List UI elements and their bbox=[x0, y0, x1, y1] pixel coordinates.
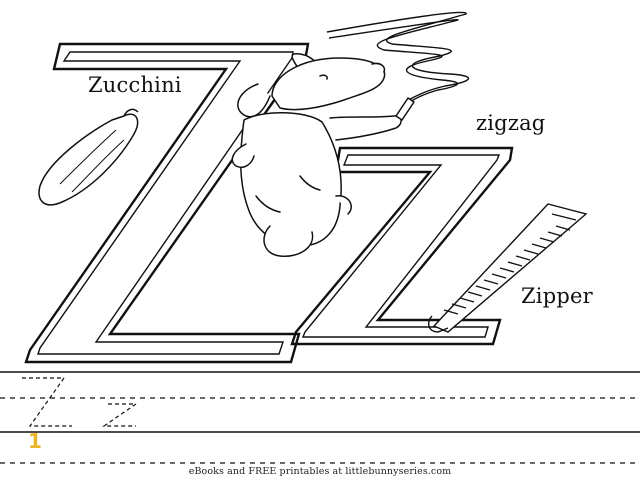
footer-credit: eBooks and FREE printables at littlebunn… bbox=[188, 466, 452, 477]
word-zigzag: zigzag bbox=[476, 111, 546, 135]
bunny-drawing-icon bbox=[231, 52, 415, 257]
word-zucchini: Zucchini bbox=[88, 73, 182, 97]
tracing-number: 1 bbox=[28, 429, 42, 453]
tracing-letter-lowercase-z bbox=[102, 403, 138, 427]
zigzag-trail-icon bbox=[326, 11, 470, 105]
zucchini-icon bbox=[38, 108, 139, 206]
tracing-letter-uppercase-z bbox=[22, 377, 72, 427]
lowercase-z-outline bbox=[290, 146, 514, 346]
zipper-icon bbox=[427, 203, 588, 333]
handwriting-guide-lines bbox=[0, 371, 640, 464]
word-zipper: Zipper bbox=[521, 284, 593, 308]
